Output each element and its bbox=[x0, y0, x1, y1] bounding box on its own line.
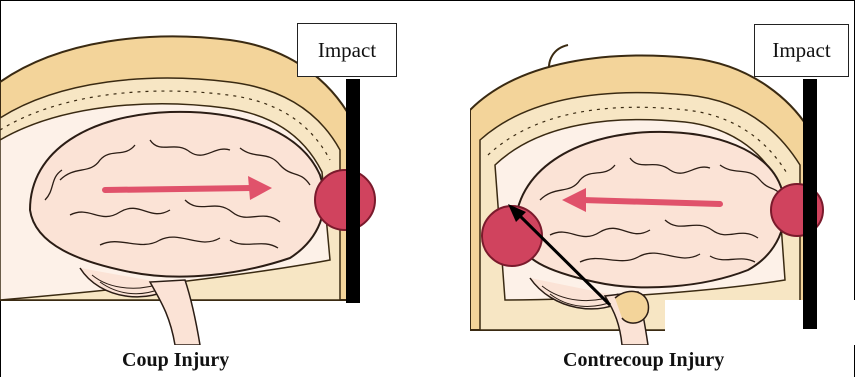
impact-bar bbox=[803, 79, 817, 329]
background-patch bbox=[665, 300, 855, 345]
force-arrow bbox=[582, 200, 720, 204]
impact-label-box: Impact bbox=[754, 24, 849, 77]
brain bbox=[30, 112, 324, 277]
impact-label: Impact bbox=[318, 38, 376, 63]
force-arrow bbox=[105, 188, 252, 190]
contrecoup-panel: Impact Contrecoup Injury bbox=[470, 0, 855, 377]
impact-label: Impact bbox=[772, 38, 830, 63]
contrecoup-caption: Contrecoup Injury bbox=[563, 349, 724, 372]
coup-caption: Coup Injury bbox=[122, 349, 229, 372]
impact-bar bbox=[346, 79, 360, 303]
contusion-marker bbox=[315, 170, 375, 230]
contusion-marker-opposite bbox=[482, 206, 542, 266]
impact-label-box: Impact bbox=[297, 23, 397, 77]
coup-panel: Impact Coup Injury bbox=[0, 0, 400, 377]
